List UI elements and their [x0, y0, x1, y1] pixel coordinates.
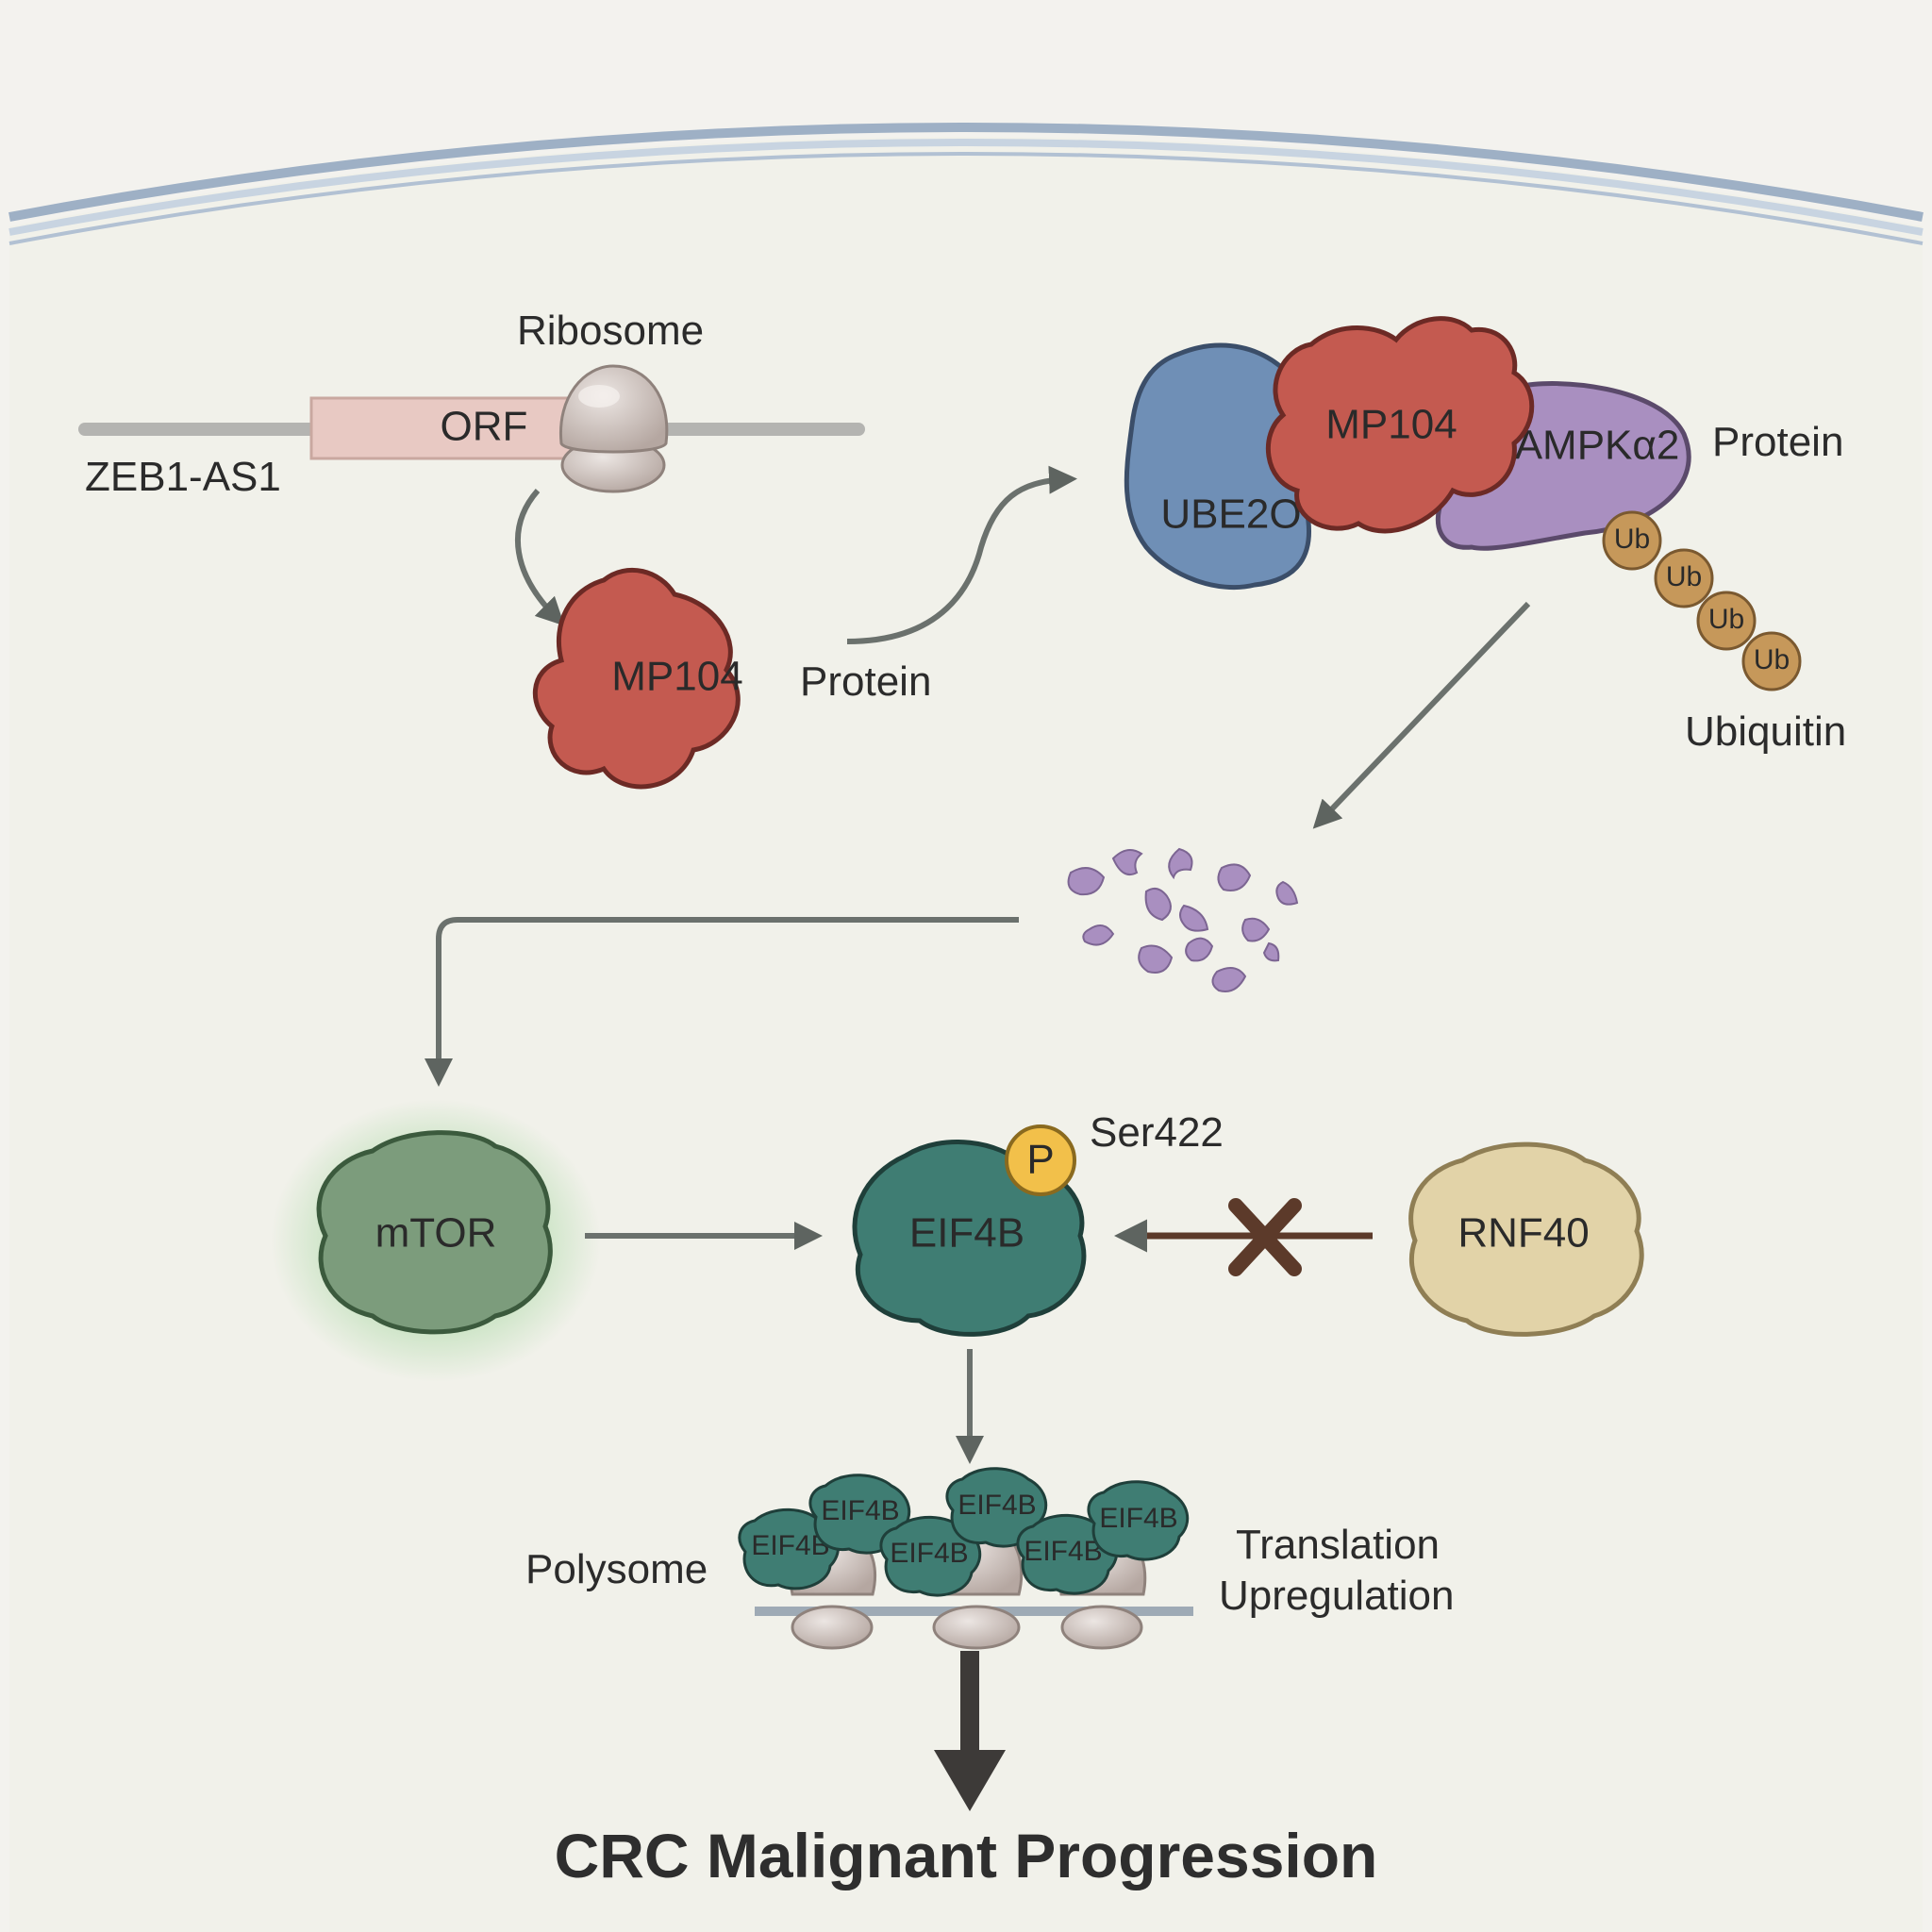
protein-complex: UBE2O AMPKα2 MP104	[1124, 316, 1691, 591]
orf-label: ORF	[441, 404, 528, 450]
ubiquitin-tag: Ub	[1614, 524, 1650, 555]
ribosome-label: Ribosome	[517, 308, 704, 354]
ubiquitin-label: Ubiquitin	[1685, 708, 1846, 755]
rnf40-label: RNF40	[1457, 1210, 1589, 1257]
eif4b-subunit-label: EIF4B	[958, 1490, 1036, 1521]
translation-label: Translation	[1236, 1522, 1440, 1568]
ubiquitin-tag: Ub	[1754, 644, 1790, 675]
transcript-label: ZEB1-AS1	[85, 454, 281, 500]
ubiquitin-4: Ub	[1741, 631, 1802, 691]
arrow-to-complex	[846, 465, 1077, 644]
ribosome-icon	[558, 364, 669, 493]
polysome-icon: EIF4B EIF4B EIF4B EIF4B EIF4B EIF4B	[738, 1467, 1193, 1650]
rnf40-protein: RNF40	[1408, 1141, 1644, 1337]
eif4b-subunit-label: EIF4B	[1099, 1503, 1177, 1534]
eif4b-subunit: EIF4B	[1016, 1513, 1119, 1595]
outcome-title: CRC Malignant Progression	[555, 1821, 1378, 1890]
mtor-label: mTOR	[375, 1210, 497, 1257]
eif4b-label: EIF4B	[909, 1210, 1024, 1257]
cell-membrane	[8, 123, 1924, 1932]
complex-mp104	[1266, 316, 1535, 534]
eif4b-subunit: EIF4B	[1087, 1480, 1190, 1561]
ubiquitin-tag: Ub	[1666, 561, 1702, 592]
upregulation-label: Upregulation	[1219, 1573, 1455, 1619]
complex-suffix: Protein	[1712, 419, 1843, 465]
ubiquitin-2: Ub	[1654, 548, 1714, 608]
ubiquitin-chain: Ub Ub Ub Ub	[1602, 510, 1802, 691]
degraded-fragments-icon	[1067, 847, 1299, 992]
mp104-label: MP104	[611, 654, 742, 700]
blocked-x-icon	[1228, 1198, 1302, 1276]
phosphate-label: P	[1026, 1137, 1054, 1183]
ser422-label: Ser422	[1090, 1109, 1224, 1156]
mtor-protein: mTOR	[271, 1099, 601, 1382]
eif4b-subunit-label: EIF4B	[1024, 1536, 1102, 1567]
ubiquitin-3: Ub	[1696, 591, 1757, 651]
mp104-protein: MP104	[532, 567, 743, 790]
ubiquitin-tag: Ub	[1708, 604, 1744, 635]
complex-mp104-label: MP104	[1325, 402, 1457, 448]
mp104-suffix: Protein	[800, 658, 931, 705]
eif4b-subunit-label: EIF4B	[821, 1495, 899, 1526]
polysome-label: Polysome	[525, 1546, 708, 1592]
arrow-outcome	[934, 1651, 1006, 1811]
ube2o-label: UBE2O	[1160, 491, 1301, 538]
ubiquitin-1: Ub	[1602, 510, 1662, 571]
arrow-degradation	[1312, 601, 1531, 829]
eif4b-subunit: EIF4B	[879, 1515, 982, 1597]
arrow-translation	[515, 489, 565, 626]
ampk-label: AMPKα2	[1515, 423, 1680, 469]
phosphate-icon: P	[1005, 1124, 1076, 1196]
eif4b-subunit-label: EIF4B	[890, 1538, 968, 1569]
arrow-to-mtor	[425, 917, 1019, 1087]
eif4b-subunit: EIF4B	[945, 1467, 1048, 1548]
